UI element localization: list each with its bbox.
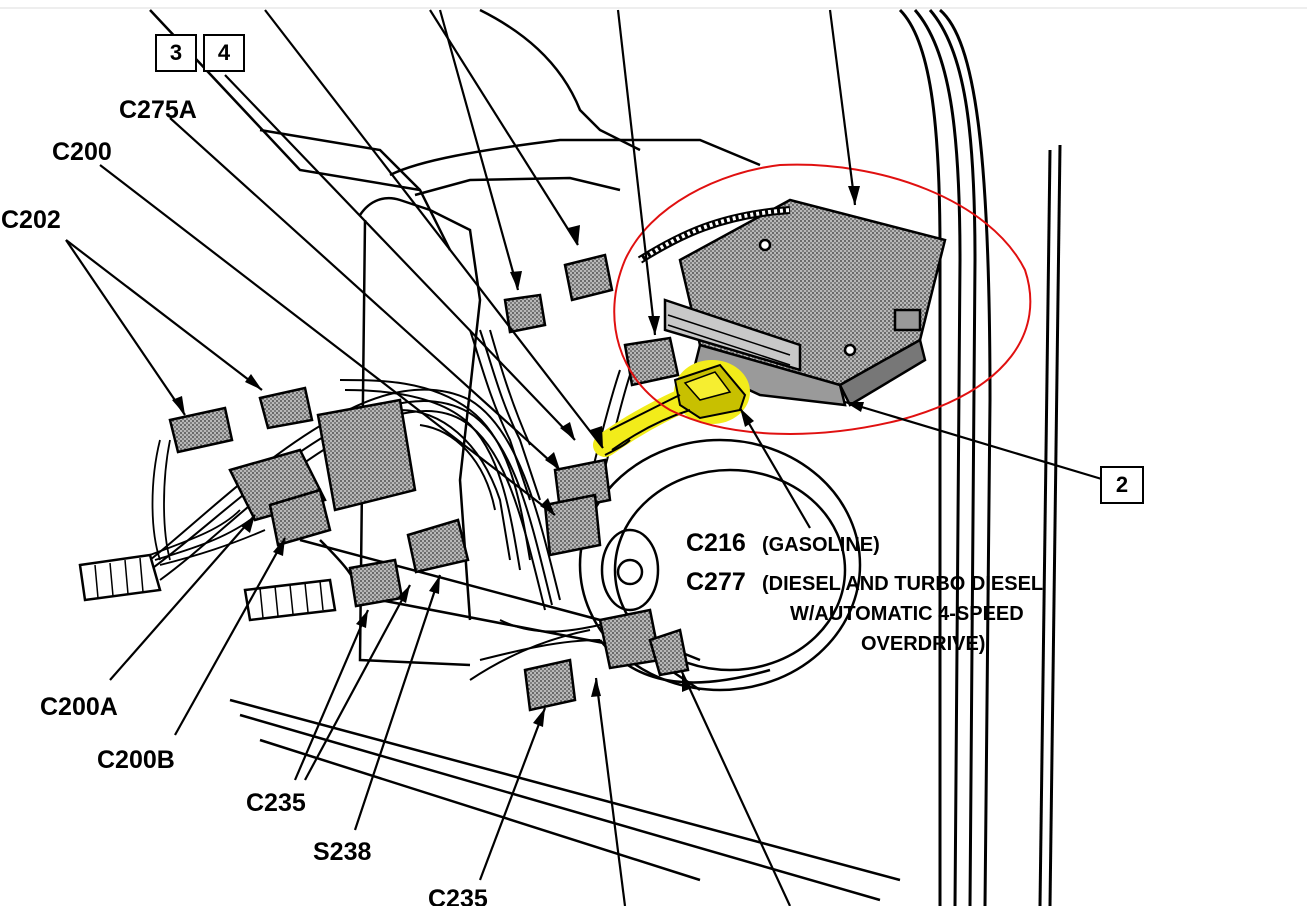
label-c235-bottom: C235 — [428, 885, 488, 906]
callout-box-3: 3 — [155, 34, 197, 72]
connector-upper-1 — [503, 293, 547, 334]
label-c200: C200 — [52, 138, 112, 166]
label-c235-left: C235 — [246, 789, 306, 817]
connector-ecm-side — [623, 336, 680, 387]
wire-harness — [149, 329, 631, 681]
label-c200a: C200A — [40, 693, 118, 721]
arrowheads — [172, 186, 864, 727]
ecm-cable — [637, 206, 791, 264]
connector-c235-bottom — [523, 658, 577, 712]
connector-c235-left — [348, 558, 404, 608]
label-s238: S238 — [313, 838, 372, 866]
blower-motor — [578, 438, 862, 692]
connectors — [168, 253, 690, 712]
connector-mid-2 — [543, 493, 602, 557]
connector-c200b — [268, 488, 332, 547]
leader-lines — [65, 9, 1106, 906]
connector-s238 — [406, 518, 470, 574]
label-c275a: C275A — [119, 96, 197, 124]
callout-box-2: 2 — [1100, 466, 1144, 504]
annotation-circle — [613, 163, 1032, 435]
label-c216-note: (GASOLINE) — [762, 534, 880, 556]
label-c277-code: C277 — [686, 568, 746, 596]
label-c216-code: C216 — [686, 529, 746, 557]
label-c200b: C200B — [97, 746, 175, 774]
door-frame — [898, 8, 1062, 906]
label-c277-note-line1: (DIESEL AND TURBO DIESEL — [762, 573, 1044, 595]
c216-highlight — [593, 360, 750, 457]
label-c202: C202 — [1, 206, 61, 234]
connector-c275a — [316, 398, 417, 512]
connector-upper-2 — [563, 253, 614, 302]
callout-box-4: 4 — [203, 34, 245, 72]
connector-c202 — [168, 406, 234, 454]
harness-tube-left — [78, 553, 337, 622]
ecm-module — [663, 198, 947, 407]
label-c277-note-line3: OVERDRIVE) — [861, 633, 986, 655]
label-c277-note-line2: W/AUTOMATIC 4-SPEED — [790, 603, 1024, 625]
connector-c200 — [258, 386, 314, 430]
